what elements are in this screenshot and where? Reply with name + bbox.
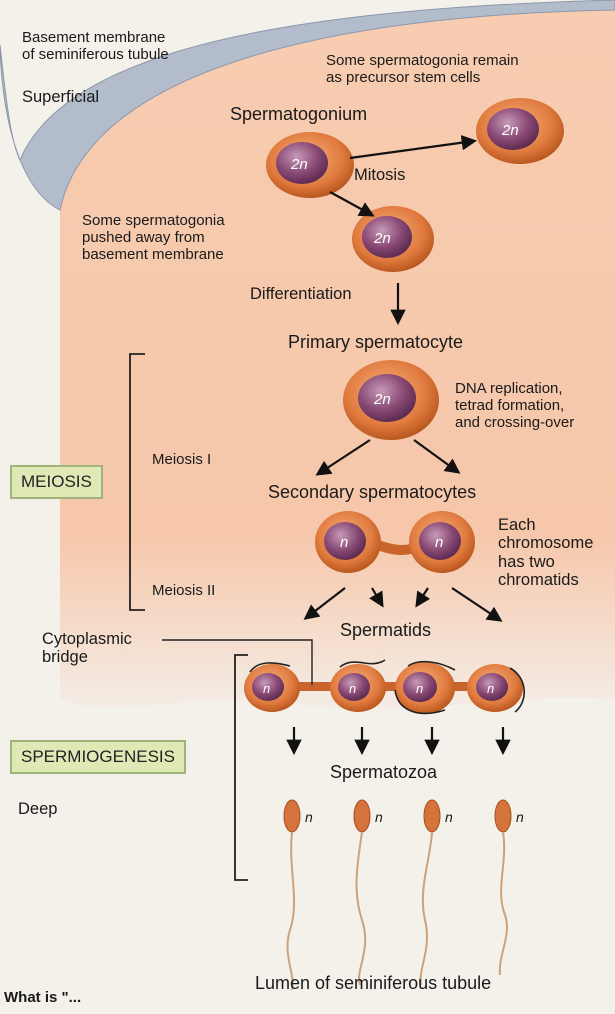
sperm-cell [495, 800, 511, 975]
lumen-label: Lumen of seminiferous tubule [255, 973, 491, 993]
sperm-2-ploidy: n [375, 809, 383, 825]
spermatozoa-group: n n n n [284, 800, 524, 990]
meiosis-i-label: Meiosis I [152, 452, 211, 469]
sperm-3-ploidy: n [445, 809, 453, 825]
spermatid-4-ploidy: n [487, 681, 494, 696]
differentiating-cell: 2n [352, 206, 434, 272]
primary-spermatocyte-cell: 2n [343, 360, 439, 440]
sperm-cell [284, 800, 300, 990]
pushed-away-note: Some spermatogonia pushed away from base… [82, 213, 225, 263]
meiosis-box: MEIOSIS [10, 465, 103, 499]
stem-cell-ploidy: 2n [501, 122, 519, 139]
secondary-right-ploidy: n [435, 534, 443, 551]
dna-replication-note: DNA replication, tetrad formation, and c… [455, 381, 574, 431]
sperm-4-ploidy: n [516, 809, 524, 825]
spermatozoa-label: Spermatozoa [330, 762, 437, 782]
meiosis-ii-label: Meiosis II [152, 583, 215, 600]
primary-spermatocyte-label: Primary spermatocyte [288, 332, 463, 352]
stem-cell: 2n [476, 98, 564, 164]
sperm-cell [421, 800, 440, 985]
sperm-1-ploidy: n [305, 809, 313, 825]
basement-membrane-label: Basement membrane of seminiferous tubule [22, 30, 169, 64]
stem-cells-note: Some spermatogonia remain as precursor s… [326, 53, 519, 87]
secondary-spermatocytes-label: Secondary spermatocytes [268, 482, 476, 502]
spermatid-2-ploidy: n [349, 681, 356, 696]
differentiation-label: Differentiation [250, 285, 352, 303]
superficial-label: Superficial [22, 88, 99, 106]
spermatid-3-ploidy: n [416, 681, 423, 696]
spermatids-label: Spermatids [340, 620, 431, 640]
mitosis-label: Mitosis [354, 166, 405, 184]
sperm-cell [354, 800, 370, 985]
differentiating-cell-ploidy: 2n [373, 230, 391, 247]
spermatogonium-ploidy: 2n [290, 156, 308, 173]
chromatid-note: Each chromosome has two chromatids [498, 516, 593, 590]
deep-label: Deep [18, 800, 57, 818]
spermatid-1-ploidy: n [263, 681, 270, 696]
spermatogonium-label: Spermatogonium [230, 104, 367, 124]
spermiogenesis-box: SPERMIOGENESIS [10, 740, 186, 774]
secondary-left-ploidy: n [340, 534, 348, 551]
cytoplasmic-bridge-label: Cytoplasmic bridge [42, 630, 132, 667]
primary-spermatocyte-ploidy: 2n [373, 391, 391, 408]
footer-fragment: What is "... [4, 990, 81, 1007]
spermatogonium-cell: 2n [266, 132, 354, 198]
